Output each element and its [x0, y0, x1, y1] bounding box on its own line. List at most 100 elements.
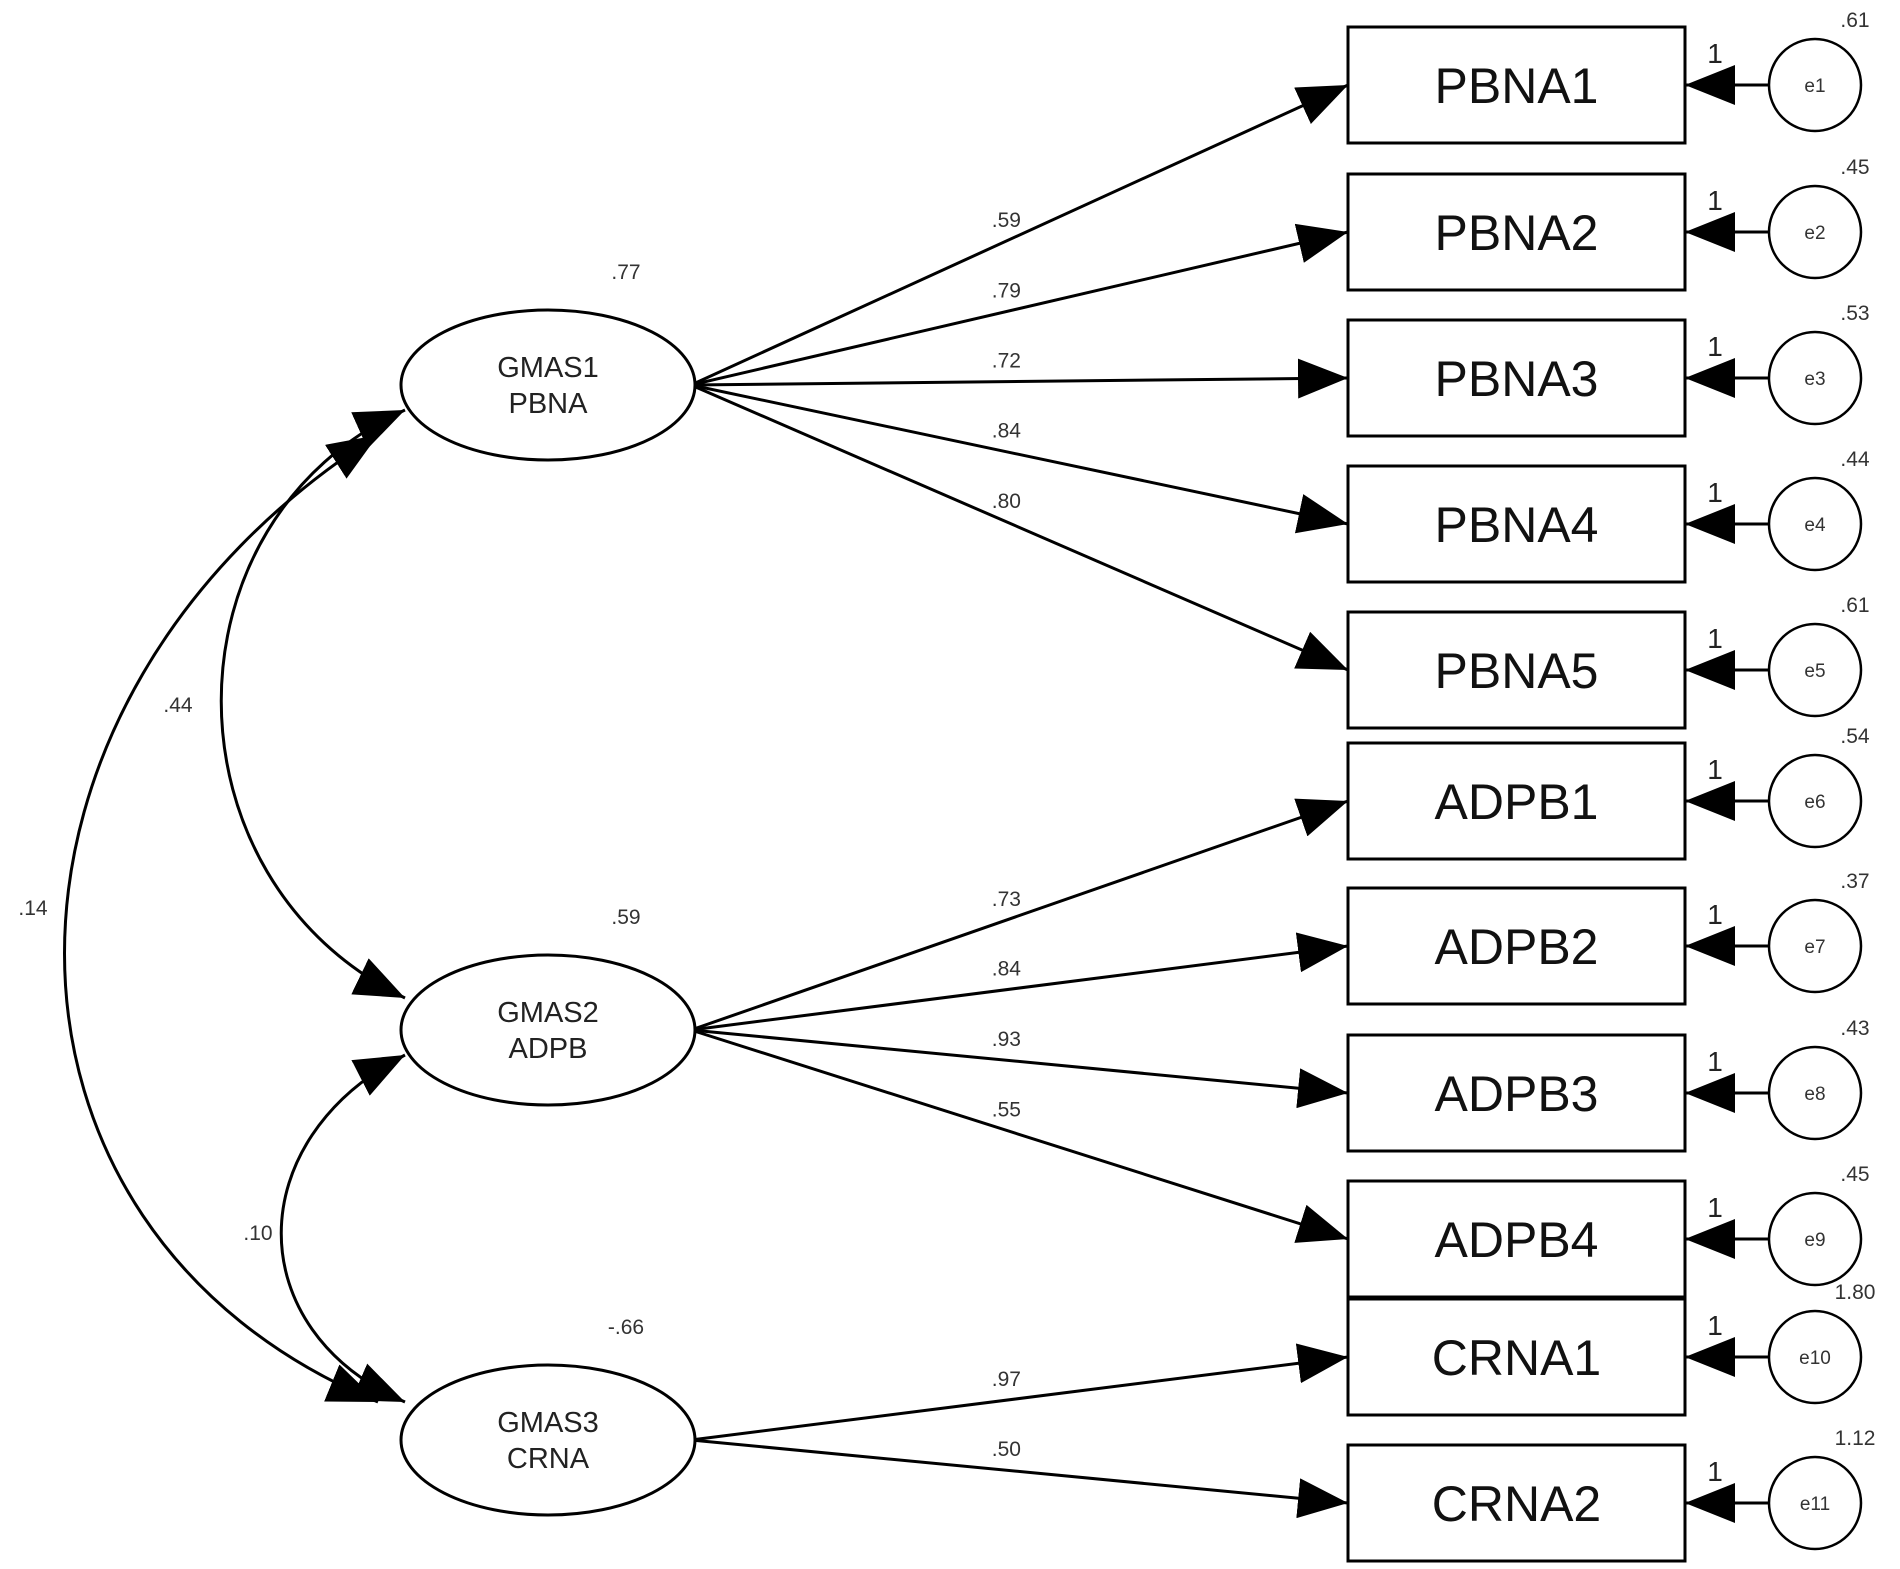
- error-name: e3: [1804, 369, 1825, 390]
- latent-variance: .77: [611, 261, 640, 284]
- error-variance: .43: [1840, 1017, 1869, 1040]
- error-name: e11: [1800, 1494, 1830, 1515]
- covariance-label: .44: [163, 694, 193, 717]
- observed-label: ADPB3: [1435, 1066, 1599, 1122]
- loading-label: .59: [992, 209, 1021, 232]
- error-variance: .61: [1840, 9, 1869, 32]
- error-e5[interactable]: e5.61: [1767, 594, 1870, 718]
- observed-adpb2[interactable]: ADPB2 1 e7.37: [1346, 870, 1870, 1006]
- error-weight: 1: [1707, 331, 1723, 362]
- loading-label: .93: [992, 1028, 1021, 1051]
- observed-label: PBNA3: [1435, 351, 1599, 407]
- observed-label: PBNA2: [1435, 205, 1599, 261]
- loading-path-pbna4: [690, 383, 1349, 534]
- loading-path-crna1: [690, 1343, 1349, 1442]
- error-variance: .53: [1840, 302, 1869, 325]
- latent-ellipse: [399, 308, 697, 462]
- loading-path-pbna3: [690, 358, 1349, 399]
- latent-name: GMAS2: [497, 997, 599, 1029]
- loading-path-pbna2: [690, 223, 1349, 387]
- error-weight: 1: [1707, 185, 1723, 216]
- error-circle: [1767, 898, 1863, 994]
- error-e4[interactable]: e4.44: [1767, 448, 1870, 572]
- error-e8[interactable]: e8.43: [1767, 1017, 1870, 1141]
- error-circle: [1767, 1455, 1863, 1551]
- loading-label: .84: [992, 958, 1022, 981]
- error-weight: 1: [1707, 1192, 1723, 1223]
- error-weight: 1: [1707, 899, 1723, 930]
- observed-box: [1346, 1033, 1687, 1153]
- error-e3[interactable]: e3 .53: [1767, 302, 1870, 426]
- observed-box: [1346, 172, 1687, 292]
- latent-subname: PBNA: [509, 388, 589, 420]
- error-e6[interactable]: e6.54: [1767, 725, 1870, 849]
- observed-label: ADPB2: [1435, 919, 1599, 975]
- latent-subname: ADPB: [509, 1033, 588, 1065]
- observed-adpb4[interactable]: ADPB4 1 e9.45: [1346, 1163, 1870, 1299]
- observed-label: PBNA5: [1435, 643, 1599, 699]
- error-e7[interactable]: e7.37: [1767, 870, 1870, 994]
- error-circle: [1767, 37, 1863, 133]
- covariance-label: .10: [243, 1222, 272, 1245]
- error-circle: [1767, 1045, 1863, 1141]
- error-e9[interactable]: e9.45: [1767, 1163, 1870, 1287]
- loading-label: .50: [992, 1438, 1021, 1461]
- observed-box: [1346, 1179, 1687, 1299]
- loading-label: .55: [992, 1098, 1021, 1121]
- loading-label: .97: [992, 1368, 1021, 1391]
- observed-box: [1346, 318, 1687, 438]
- error-weight: 1: [1707, 754, 1723, 785]
- error-e1[interactable]: e1.61: [1767, 9, 1870, 133]
- error-e2[interactable]: e2.45: [1767, 156, 1870, 280]
- covariance-label: .14: [18, 897, 48, 920]
- observed-box: [1346, 1297, 1687, 1417]
- latent-name: GMAS1: [497, 352, 599, 384]
- error-circle: [1767, 1309, 1863, 1405]
- loading-path-pbna5: [690, 383, 1349, 672]
- latent-variance: .59: [611, 906, 640, 929]
- covariance-path-gmas1-gmas3: [63, 433, 379, 1404]
- loading-label: .72: [992, 350, 1021, 373]
- error-circle: [1767, 753, 1863, 849]
- observed-pbna5[interactable]: PBNA5 1 e5.61: [1346, 594, 1870, 730]
- latent-name: GMAS3: [497, 1407, 599, 1439]
- error-name: e6: [1804, 792, 1825, 813]
- observed-box: [1346, 741, 1687, 861]
- latent-ellipse: [399, 953, 697, 1107]
- error-variance: .37: [1840, 870, 1869, 893]
- error-variance: 1.80: [1835, 1281, 1876, 1304]
- observed-pbna2[interactable]: PBNA2 1 e2.45: [1346, 156, 1870, 292]
- covariance-path-gmas2-gmas3: [279, 1053, 406, 1404]
- error-circle: [1767, 184, 1863, 280]
- observed-pbna3[interactable]: PBNA3 1 e3 .53: [1346, 302, 1870, 438]
- error-circle: [1767, 1191, 1863, 1287]
- error-circle: [1767, 476, 1863, 572]
- observed-adpb1[interactable]: ADPB1 1 e6.54: [1346, 725, 1870, 861]
- error-name: e9: [1804, 1230, 1825, 1251]
- loading-path-pbna1: [690, 83, 1349, 387]
- loading-label: .73: [992, 888, 1021, 911]
- observed-label: ADPB1: [1435, 774, 1599, 830]
- error-circle: [1767, 622, 1863, 718]
- error-circle: [1767, 330, 1863, 426]
- error-weight: 1: [1707, 623, 1723, 654]
- error-name: e5: [1804, 661, 1825, 682]
- observed-label: ADPB4: [1435, 1212, 1599, 1268]
- error-name: e2: [1804, 223, 1825, 244]
- observed-label: PBNA4: [1435, 497, 1599, 553]
- error-weight: 1: [1707, 1310, 1723, 1341]
- covariance-path-gmas1-gmas2: [219, 408, 406, 1000]
- latent-variance: -.66: [608, 1316, 644, 1339]
- observed-box: [1346, 886, 1687, 1006]
